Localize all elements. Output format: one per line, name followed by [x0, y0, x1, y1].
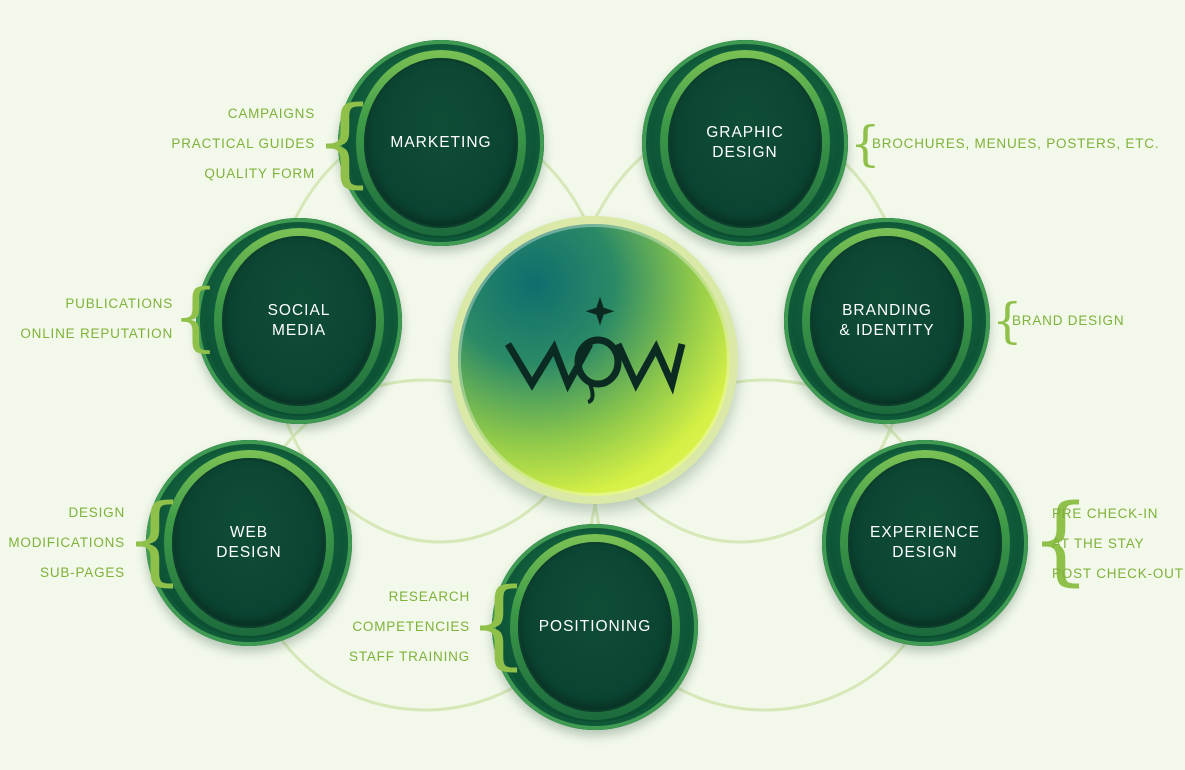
- item-brand-design: BRAND DESIGN: [1012, 313, 1125, 328]
- item-research: RESEARCH: [388, 589, 470, 604]
- item-online-reputation: ONLINE REPUTATION: [20, 326, 173, 341]
- item-brochures: BROCHURES, MENUES, POSTERS, ETC.: [872, 136, 1160, 151]
- items-social-media: PUBLICATIONS ONLINE REPUTATION: [20, 289, 173, 349]
- item-post-check-out: POST CHECK-OUT: [1052, 566, 1184, 581]
- brace-web-design: {: [124, 484, 186, 596]
- node-label-marketing: MARKETING: [390, 134, 492, 151]
- item-quality-form: QUALITY FORM: [204, 166, 315, 181]
- node-web-design: WEB DESIGN: [146, 440, 352, 646]
- item-staff-training: STAFF TRAINING: [349, 649, 470, 664]
- item-campaigns: CAMPAIGNS: [227, 106, 315, 121]
- node-experience-design: EXPERIENCE DESIGN: [822, 440, 1028, 646]
- item-design: DESIGN: [68, 505, 125, 520]
- brace-social-media: {: [172, 274, 220, 360]
- center-orb-glow: [458, 224, 730, 496]
- node-marketing: MARKETING: [338, 40, 544, 246]
- items-experience-design: PRE CHECK-IN AT THE STAY POST CHECK-OUT: [1052, 499, 1184, 589]
- node-label-social-media: SOCIAL MEDIA: [267, 302, 331, 339]
- items-branding-identity: BRAND DESIGN: [1012, 306, 1124, 336]
- items-marketing: CAMPAIGNS PRACTICAL GUIDES QUALITY FORM: [171, 99, 315, 189]
- brace-marketing: {: [314, 86, 376, 198]
- item-publications: PUBLICATIONS: [65, 296, 173, 311]
- items-positioning: RESEARCH COMPETENCIES STAFF TRAINING: [349, 582, 470, 672]
- node-label-web-design: WEB DESIGN: [216, 524, 282, 561]
- item-competencies: COMPETENCIES: [352, 619, 470, 634]
- item-pre-check-in: PRE CHECK-IN: [1052, 506, 1159, 521]
- item-practical-guides: PRACTICAL GUIDES: [171, 136, 315, 151]
- node-graphic-design: GRAPHIC DESIGN: [642, 40, 848, 246]
- item-sub-pages: SUB-PAGES: [40, 565, 125, 580]
- node-label-graphic-design: GRAPHIC DESIGN: [706, 124, 784, 161]
- node-core: [222, 236, 376, 406]
- item-at-the-stay: AT THE STAY: [1052, 536, 1145, 551]
- node-core: [172, 458, 326, 628]
- node-core: [364, 58, 518, 228]
- brace-branding-identity: {: [992, 293, 1023, 349]
- node-label-positioning: POSITIONING: [538, 618, 652, 635]
- node-label-experience-design: EXPERIENCE DESIGN: [870, 524, 980, 561]
- brace-experience-design: {: [1030, 484, 1092, 596]
- node-core: [810, 236, 964, 406]
- brace-graphic-design: {: [850, 116, 881, 172]
- items-graphic-design: BROCHURES, MENUES, POSTERS, ETC.: [872, 129, 1159, 159]
- node-positioning: POSITIONING: [492, 524, 698, 730]
- center-logo-orb: [450, 216, 738, 504]
- node-label-branding-identity: BRANDING & IDENTITY: [839, 302, 935, 339]
- item-modifications: MODIFICATIONS: [8, 535, 125, 550]
- node-core: [848, 458, 1002, 628]
- node-core: [668, 58, 822, 228]
- node-branding-identity: BRANDING & IDENTITY: [784, 218, 990, 424]
- node-social-media: SOCIAL MEDIA: [196, 218, 402, 424]
- items-web-design: DESIGN MODIFICATIONS SUB-PAGES: [8, 498, 125, 588]
- brace-positioning: {: [468, 568, 530, 680]
- wow-logo: [504, 296, 686, 404]
- node-core: [518, 542, 672, 712]
